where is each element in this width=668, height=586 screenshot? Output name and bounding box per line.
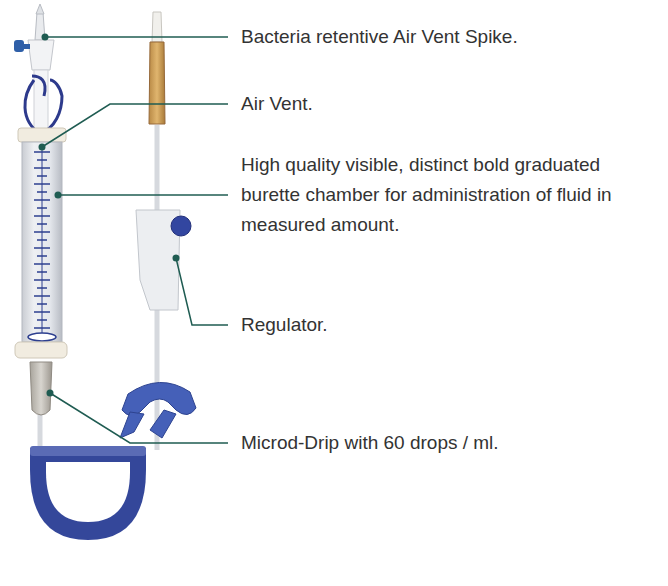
callout-label: High quality visible, distinct bold grad…	[241, 150, 659, 240]
callout-label: Regulator.	[241, 310, 661, 340]
callout-label: Bacteria retentive Air Vent Spike.	[241, 22, 661, 52]
callout-label: Air Vent.	[241, 89, 661, 119]
callout-label: Microd-Drip with 60 drops / ml.	[241, 428, 661, 458]
